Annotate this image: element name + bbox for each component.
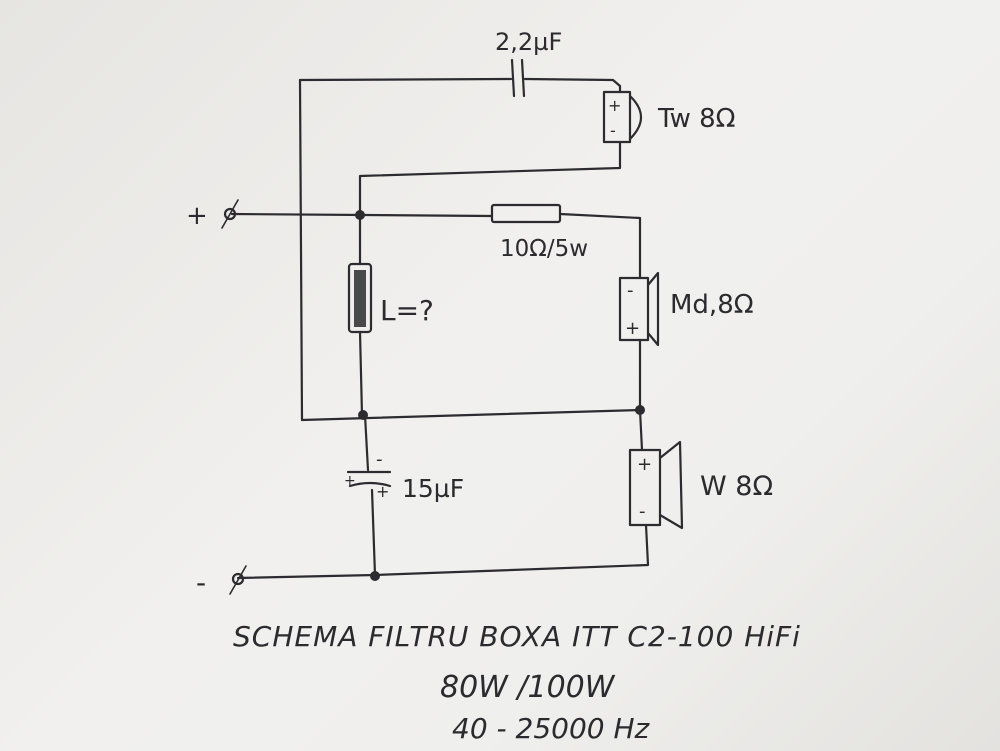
plus-terminal bbox=[221, 199, 239, 229]
woofer-minus-sign: - bbox=[639, 501, 646, 522]
wires bbox=[230, 77, 650, 580]
caption-power: 80W /100W bbox=[440, 670, 616, 705]
resistor-label: 10Ω/5w bbox=[500, 236, 588, 262]
midrange-label: Md,8Ω bbox=[670, 290, 754, 320]
inductor-label: L=? bbox=[380, 294, 434, 327]
cap15-minus-sign: - bbox=[376, 449, 383, 470]
caption-frequency: 40 - 25000 Hz bbox=[452, 712, 651, 745]
tweeter-minus-sign: - bbox=[610, 121, 616, 140]
midrange-speaker bbox=[618, 271, 660, 347]
cap-15uf-label: 15µF bbox=[402, 474, 464, 503]
tweeter-capacitor bbox=[510, 58, 526, 98]
plus-terminal-label: + bbox=[186, 201, 208, 231]
woofer-speaker bbox=[628, 440, 684, 530]
minus-terminal bbox=[229, 565, 247, 595]
woofer-capacitor bbox=[346, 470, 392, 488]
midrange-plus-sign: + bbox=[625, 318, 640, 339]
resistor bbox=[490, 203, 562, 224]
cap15-plus-sign-left: + bbox=[344, 473, 356, 489]
cap15-plus-sign: + bbox=[376, 482, 389, 501]
tweeter-speaker bbox=[602, 90, 643, 144]
woofer-label: W 8Ω bbox=[700, 471, 773, 502]
junction-dots bbox=[355, 210, 645, 581]
woofer-plus-sign: + bbox=[637, 454, 652, 475]
cap-2-2uf-label: 2,2µF bbox=[495, 28, 562, 56]
tweeter-label: Tw 8Ω bbox=[657, 104, 736, 134]
tweeter-plus-sign: + bbox=[608, 96, 621, 115]
inductor bbox=[347, 262, 373, 334]
caption-title: SCHEMA FILTRU BOXA ITT C2-100 HiFi bbox=[233, 620, 801, 653]
minus-terminal-label: - bbox=[196, 566, 206, 599]
midrange-minus-sign: - bbox=[627, 280, 634, 301]
